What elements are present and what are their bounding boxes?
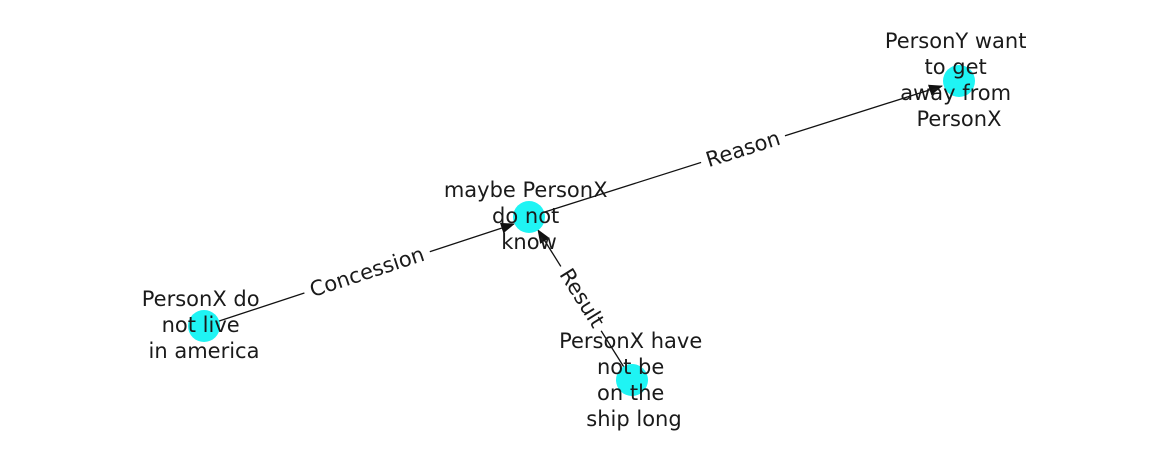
node-label-line: PersonX have xyxy=(559,329,702,353)
node-label-line: ship long xyxy=(586,407,681,431)
node-label-line: away from xyxy=(900,81,1011,105)
node-label-line: do not xyxy=(492,204,559,228)
node-label-line: PersonY want xyxy=(885,29,1027,53)
edge-label-reason-bg xyxy=(696,121,790,177)
node-circle-maybe-personx xyxy=(513,201,545,233)
node-label-line: not live xyxy=(162,313,240,337)
edge-label-result-group: Result xyxy=(549,257,615,339)
node-label-personx-not-live: PersonX do not live in america xyxy=(142,287,267,363)
node-label-personx-ship: PersonX have not be on the ship long xyxy=(559,329,709,431)
node-label-persony-want: PersonY want to get away from PersonX xyxy=(885,29,1033,131)
node-label-maybe-personx: maybe PersonX do not know xyxy=(444,178,614,254)
node-label-line: not be xyxy=(597,355,664,379)
node-circle-personx-ship xyxy=(616,364,648,396)
edge-label-reason: Reason xyxy=(703,126,783,172)
node-label-line: in america xyxy=(149,339,260,363)
node-label-line: know xyxy=(501,230,557,254)
node-label-line: PersonX do xyxy=(142,287,260,311)
node-label-line: to get xyxy=(925,55,987,79)
node-label-line: maybe PersonX xyxy=(444,178,608,202)
edge-label-concession-group: Concession xyxy=(299,237,435,307)
edge-label-result-bg xyxy=(549,257,615,339)
node-circle-persony-want xyxy=(943,65,975,97)
edge-label-reason-group: Reason xyxy=(696,121,790,177)
edge-label-concession-bg xyxy=(299,237,435,307)
node-label-line: on the xyxy=(597,381,664,405)
node-circle-personx-not-live xyxy=(188,310,220,342)
node-label-line: PersonX xyxy=(917,107,1002,131)
nodes-layer xyxy=(188,65,975,396)
node-labels-layer: maybe PersonX do not know PersonX do not… xyxy=(142,29,1033,431)
